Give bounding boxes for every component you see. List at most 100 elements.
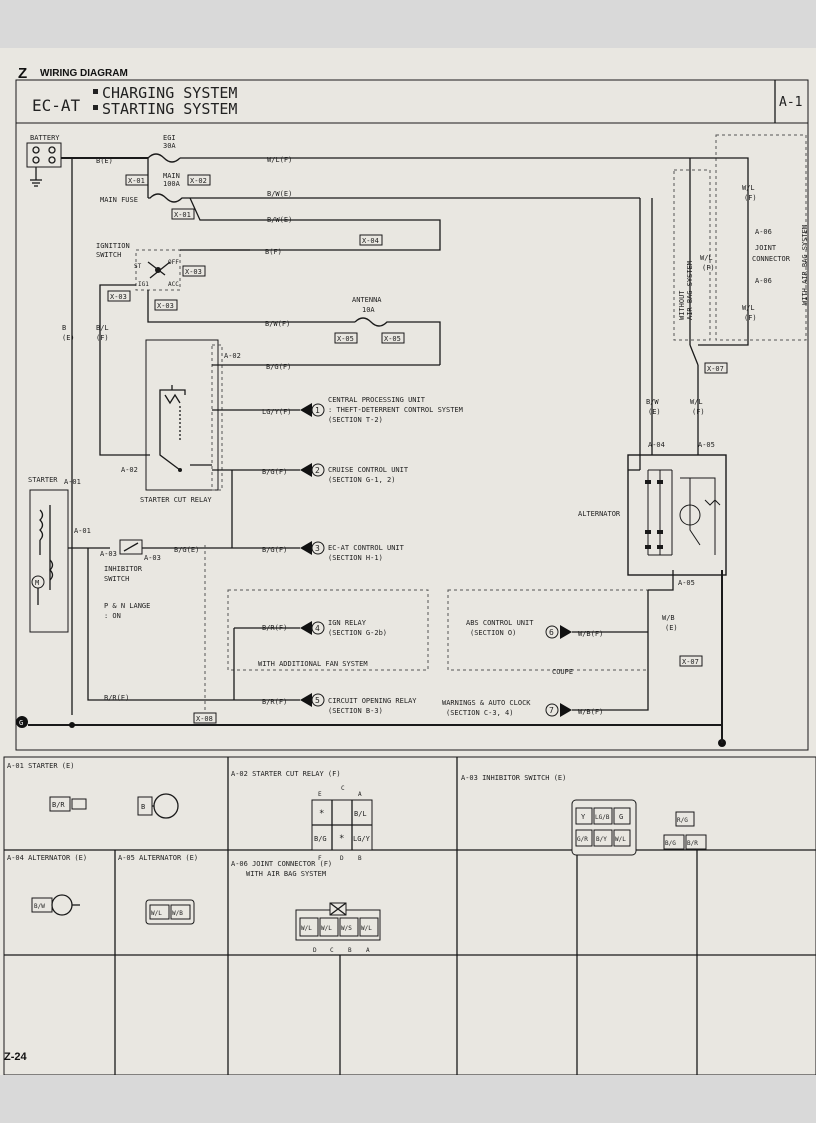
svg-text:B: B	[348, 947, 352, 954]
connector-a06-a: A-06	[755, 228, 772, 236]
svg-text:A: A	[366, 947, 370, 954]
svg-text:1: 1	[315, 406, 320, 415]
wire-b-w-e-v1: B/W	[646, 398, 659, 406]
svg-text:W/B: W/B	[172, 910, 183, 917]
svg-text:E: E	[318, 791, 322, 798]
svg-text:CENTRAL PROCESSING UNIT: CENTRAL PROCESSING UNIT	[328, 396, 426, 404]
connector-x04	[359, 234, 383, 246]
svg-text:3: 3	[315, 544, 320, 553]
svg-text:ST: ST	[134, 263, 142, 270]
svg-text:C: C	[341, 785, 345, 792]
antenna-fuse-symbol	[354, 317, 441, 365]
connector-x02	[187, 174, 211, 186]
connector-a02-b: A-02	[121, 466, 138, 474]
connector-a02-a: A-02	[224, 352, 241, 360]
svg-text:M: M	[35, 579, 39, 587]
svg-text:EC-AT CONTROL UNIT: EC-AT CONTROL UNIT	[328, 544, 405, 552]
wire-b-g-f-1: B/G(F)	[266, 363, 291, 371]
wire-b-g-e: B/G(E)	[174, 546, 199, 554]
diagram-frame	[15, 122, 809, 751]
main-fuse-label: MAIN	[163, 172, 180, 180]
svg-text:D: D	[313, 947, 317, 954]
svg-text:B/R: B/R	[52, 801, 65, 809]
svg-text:X-07: X-07	[707, 365, 724, 373]
wire-b-l-2: (F)	[96, 334, 109, 342]
joint-connector-2: CONNECTOR	[752, 255, 791, 263]
wire-w-l-v1: W/L	[690, 398, 703, 406]
wire-b-w-e-v2: (E)	[648, 408, 661, 416]
wire-b-w-e-1: B/W(E)	[267, 190, 292, 198]
inhibitor-switch-label-1: INHIBITOR	[104, 565, 143, 573]
without-airbag-box	[673, 169, 711, 341]
view-a02-title: A-02 STARTER CUT RELAY (F)	[231, 770, 341, 778]
alternator-box	[627, 454, 727, 576]
with-airbag-box	[715, 134, 807, 341]
pn-range-2: : ON	[104, 612, 121, 620]
wire-w-b-e-1: W/B	[662, 614, 675, 622]
svg-text:B/Y: B/Y	[596, 836, 607, 843]
svg-text:G/R: G/R	[577, 836, 588, 843]
svg-text:4: 4	[315, 624, 320, 633]
svg-text:*: *	[319, 809, 324, 819]
svg-text:ACC: ACC	[168, 281, 179, 288]
antenna-fuse-rating: 10A	[362, 306, 375, 314]
svg-text:X-05: X-05	[384, 335, 401, 343]
wire-b-r-f-1: B/R(F)	[262, 624, 287, 632]
svg-text:X-08: X-08	[196, 715, 213, 723]
wire-w-l-a1: W/L	[700, 254, 713, 262]
svg-text:B: B	[358, 855, 362, 862]
destination-1: 1 CENTRAL PROCESSING UNIT : THEFT-DETERR…	[300, 396, 463, 424]
svg-text:WARNINGS & AUTO CLOCK: WARNINGS & AUTO CLOCK	[442, 699, 531, 707]
svg-text:C: C	[330, 947, 334, 954]
ignition-switch-label-1: IGNITION	[96, 242, 130, 250]
svg-text:B: B	[141, 803, 145, 811]
svg-text:W/L: W/L	[301, 925, 312, 932]
egi-fuse-label: EGI	[163, 134, 176, 142]
wire-w-b-f-1: W/B(F)	[578, 630, 603, 638]
main-fuse-rating: 100A	[163, 180, 181, 188]
ignition-switch-label-2: SWITCH	[96, 251, 121, 259]
svg-text:(SECTION T-2): (SECTION T-2)	[328, 416, 383, 424]
egi-fuse-symbol	[147, 153, 181, 163]
alternator-label: ALTERNATOR	[578, 510, 621, 518]
svg-text:: THEFT-DETERRENT CONTROL SYST: : THEFT-DETERRENT CONTROL SYSTEM	[328, 406, 463, 414]
pn-range-1: P & N LANGE	[104, 602, 150, 610]
svg-text:W/L: W/L	[151, 910, 162, 917]
wire-w-l-b1: W/L	[742, 184, 755, 192]
wire-w-l-c2: (F)	[744, 314, 757, 322]
view-a01-title: A-01 STARTER (E)	[7, 762, 74, 770]
svg-text:G: G	[619, 813, 623, 821]
svg-text:Y: Y	[581, 813, 586, 821]
svg-text:R/G: R/G	[677, 817, 688, 824]
connector-a01-b: A-01	[74, 527, 91, 535]
connector-a03-b: A-03	[144, 554, 161, 562]
wire-w-l-v2: (F)	[692, 408, 705, 416]
wire-w-l-c1: W/L	[742, 304, 755, 312]
connector-a04: A-04	[648, 441, 665, 449]
wire-b-f: B(F)	[265, 248, 282, 256]
view-a05-title: A-05 ALTERNATOR (E)	[118, 854, 198, 862]
battery-symbol	[26, 142, 62, 168]
svg-text:B/G: B/G	[314, 835, 327, 843]
svg-text:W/L: W/L	[615, 836, 626, 843]
view-a04-title: A-04 ALTERNATOR (E)	[7, 854, 87, 862]
joint-connector-1: JOINT	[755, 244, 777, 252]
connector-a03-a: A-03	[100, 550, 117, 558]
svg-text:5: 5	[315, 696, 320, 705]
svg-text:D: D	[340, 855, 344, 862]
view-a06-title: A-06 JOINT CONNECTOR (F)	[231, 860, 332, 868]
coupe-label: COUPE	[552, 668, 573, 676]
svg-text:X-03: X-03	[110, 293, 127, 301]
starter-cut-relay-box	[145, 339, 219, 491]
wire-b-g-f-3: B/G(F)	[262, 546, 287, 554]
svg-text:X-01: X-01	[174, 211, 191, 219]
svg-text:X-01: X-01	[128, 177, 145, 185]
battery-label: BATTERY	[30, 134, 60, 142]
connector-x03-b	[107, 290, 131, 302]
svg-text:B/L: B/L	[354, 810, 367, 818]
connector-x07-b	[679, 655, 703, 667]
wire-b-g-f-2: B/G(F)	[262, 468, 287, 476]
wire-b-w-f: B/W(F)	[265, 320, 290, 328]
svg-text:W/L: W/L	[321, 925, 332, 932]
header-page-code: A-1	[779, 95, 802, 110]
